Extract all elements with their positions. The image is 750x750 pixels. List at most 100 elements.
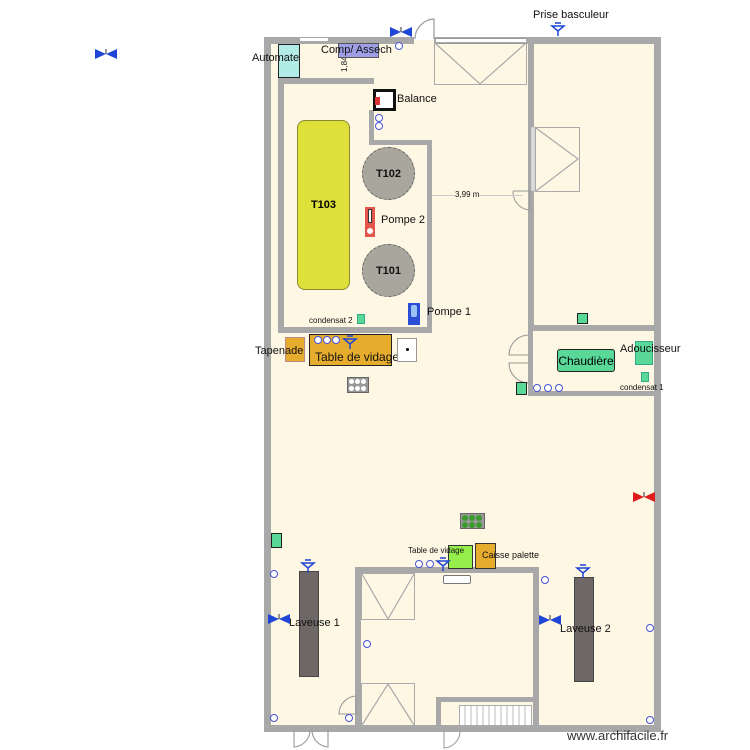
outlet-icon[interactable] [533,384,541,392]
tapenade-unit[interactable] [285,337,305,362]
table-de-vidage-1-label: Table de vidage [315,350,400,364]
laveuse-2-label: Laveuse 2 [560,623,611,635]
outlet-icon[interactable] [345,714,353,722]
outlet-icon[interactable] [363,640,371,648]
automate-label: Automate [252,52,300,64]
water-tap-icon[interactable] [299,559,317,573]
valve-red-icon[interactable] [633,491,655,503]
condensat-2-unit[interactable] [357,314,365,324]
outlet-icon[interactable] [270,570,278,578]
outlet-icon[interactable] [541,576,549,584]
wall-boiler-bottom [528,391,661,396]
door-right-room[interactable] [512,190,532,212]
outlet-icon[interactable] [375,122,383,130]
wall-stair-top [436,697,536,702]
wall-tank-room-left [278,78,284,332]
laveuse-1-label: Laveuse 1 [289,617,340,629]
outlet-icon[interactable] [426,560,434,568]
pompe-2[interactable] [365,207,375,237]
condensat-2-label: condensat 2 [309,316,353,325]
glass-door-center-bottom[interactable] [361,682,416,727]
outlet-icon[interactable] [395,42,403,50]
valve-blue-icon[interactable] [268,613,290,625]
glass-door-right-room[interactable] [530,126,581,193]
wall-center-room-left [355,567,361,727]
wall-right-room-bottom [528,325,661,331]
water-tap-icon[interactable] [341,335,359,349]
door-bottom-right[interactable] [613,730,637,742]
drain-icon [406,348,409,351]
outlet-icon[interactable] [415,560,423,568]
wall-tank-room-bottom [278,327,432,333]
electrical-panel-icon[interactable] [577,313,588,324]
outlet-icon[interactable] [646,716,654,724]
outlet-icon[interactable] [646,624,654,632]
automate-cabinet[interactable] [278,44,300,78]
prise-basculeur-label: Prise basculeur [533,9,609,21]
small-sink[interactable] [443,575,471,584]
floor-drain-grid[interactable] [347,377,369,393]
glass-door-center-top[interactable] [361,573,416,621]
pompe-1[interactable] [408,303,420,325]
wall-right [654,37,661,732]
tank-t103[interactable]: T103 [297,120,350,290]
double-door-boiler[interactable] [507,333,531,389]
comp-assech-label: Comp/ Assech [321,44,392,56]
water-tap-icon[interactable] [574,564,592,578]
tank-t102[interactable]: T102 [362,147,415,200]
comp-assech-unit[interactable] [338,43,379,58]
watermark: www.archifacile.fr [567,728,669,743]
electrical-panel-icon[interactable] [516,382,527,395]
double-door-bottom-left[interactable] [293,729,329,750]
wall-tank-room-top [278,78,374,84]
valve-blue-icon[interactable] [95,48,117,60]
pump-icon [368,209,372,223]
outlet-icon[interactable] [323,336,331,344]
laveuse-2[interactable] [574,577,594,682]
adoucisseur-unit[interactable] [635,341,653,365]
balance-scale[interactable] [373,89,396,111]
glass-door-top[interactable] [434,42,528,87]
wall-stair-left [436,697,441,727]
door-bottom-center[interactable] [443,729,461,750]
green-drain-grid[interactable] [460,513,485,529]
pompe-1-label: Pompe 1 [427,306,472,318]
outlet-icon[interactable] [375,114,383,122]
wall-tank-room-step-v [369,110,374,145]
tapenade-label: Tapenade [255,345,304,357]
chaudiere-boiler[interactable]: Chaudière [557,349,615,372]
tank-t101[interactable]: T101 [362,244,415,297]
pump-base-icon [367,228,373,234]
pompe-2-label: Pompe 2 [381,214,426,226]
electrical-panel-icon[interactable] [271,533,282,548]
condensat-1-label: condensat 1 [620,383,664,392]
window-top-left [300,38,328,41]
wall-top-right [434,37,660,44]
outlet-icon[interactable] [332,336,340,344]
condensat-1-unit[interactable] [641,372,649,382]
balance-label: Balance [397,93,437,105]
door-top[interactable] [414,17,436,41]
valve-blue-icon[interactable] [539,614,561,626]
water-tap-icon[interactable] [434,557,452,571]
wall-tank-room-right [427,140,432,333]
caisse-palette[interactable] [475,543,496,569]
pump-icon [411,305,417,317]
door-center-left[interactable] [338,695,358,717]
outlet-icon[interactable] [544,384,552,392]
sink-unit[interactable] [397,338,417,362]
adoucisseur-label: Adoucisseur [620,343,681,355]
wall-center-room-top [355,567,538,573]
water-tap-icon[interactable] [549,22,567,36]
wall-bottom [264,725,661,732]
outlet-icon[interactable] [555,384,563,392]
laveuse-1[interactable] [299,571,319,677]
table-de-vidage-2[interactable] [448,545,473,569]
outlet-icon[interactable] [270,714,278,722]
stairs[interactable] [459,705,533,727]
dimension-label: 3,99 m [455,190,480,199]
table-de-vidage-2-label: Table de vidage [408,546,465,555]
valve-blue-icon[interactable] [390,26,412,38]
window-top [436,38,526,44]
outlet-icon[interactable] [314,336,322,344]
